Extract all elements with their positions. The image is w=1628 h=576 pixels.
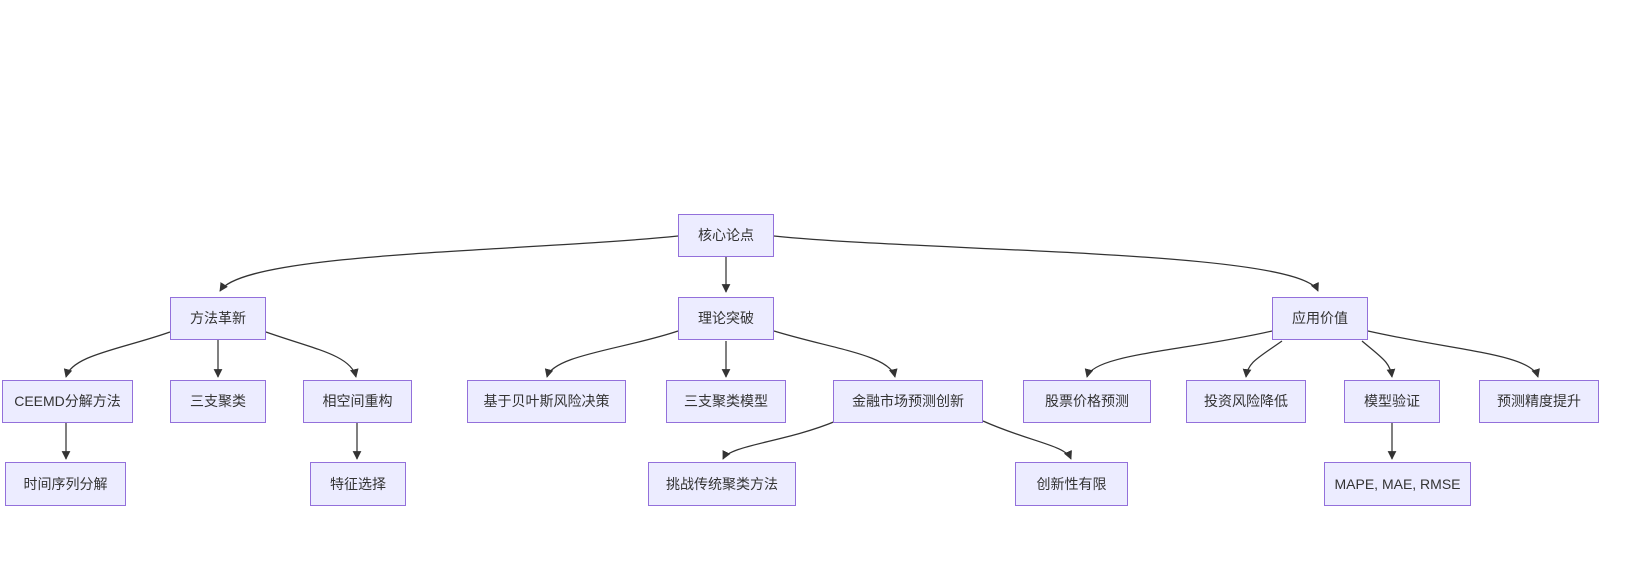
node-finance-label: 金融市场预测创新 <box>852 393 964 410</box>
edge-application-accuracy <box>1367 330 1540 378</box>
edge-application-risk <box>1242 340 1283 378</box>
node-theory: 理论突破 <box>678 297 774 340</box>
node-bayes: 基于贝叶斯风险决策 <box>467 380 626 423</box>
node-phase: 相空间重构 <box>303 380 412 423</box>
node-metrics-label: MAPE, MAE, RMSE <box>1334 475 1461 492</box>
node-ceemd-label: CEEMD分解方法 <box>14 393 121 410</box>
node-accuracy-label: 预测精度提升 <box>1497 393 1581 410</box>
node-method: 方法革新 <box>170 297 266 340</box>
node-limited: 创新性有限 <box>1015 462 1128 506</box>
edge-finance-limited <box>982 420 1072 460</box>
node-application-label: 应用价值 <box>1292 310 1348 327</box>
node-risk-label: 投资风险降低 <box>1204 393 1288 410</box>
node-accuracy: 预测精度提升 <box>1479 380 1599 423</box>
edge-theory-bayes <box>544 330 679 378</box>
node-time-series-label: 时间序列分解 <box>23 475 108 492</box>
node-challenge: 挑战传统聚类方法 <box>648 462 796 506</box>
node-metrics: MAPE, MAE, RMSE <box>1324 462 1471 506</box>
node-theory-label: 理论突破 <box>698 310 754 327</box>
node-risk: 投资风险降低 <box>1186 380 1306 423</box>
node-challenge-label: 挑战传统聚类方法 <box>666 475 778 492</box>
node-feature-label: 特征选择 <box>330 475 386 492</box>
node-time-series: 时间序列分解 <box>5 462 126 506</box>
edge-core-application <box>773 235 1319 292</box>
node-limited-label: 创新性有限 <box>1036 475 1107 492</box>
edge-method-phase <box>265 331 359 378</box>
edge-core-method <box>219 235 679 292</box>
node-stock: 股票价格预测 <box>1023 380 1151 423</box>
node-three-way-model: 三支聚类模型 <box>666 380 786 423</box>
node-method-label: 方法革新 <box>190 310 246 327</box>
edge-application-stock <box>1084 330 1273 378</box>
node-ceemd: CEEMD分解方法 <box>2 380 133 423</box>
node-core: 核心论点 <box>678 214 774 257</box>
node-finance: 金融市场预测创新 <box>833 380 983 423</box>
node-validation: 模型验证 <box>1344 380 1440 423</box>
edge-application-validation <box>1361 340 1396 378</box>
node-three-way-model-label: 三支聚类模型 <box>684 393 768 410</box>
node-three-way: 三支聚类 <box>170 380 266 423</box>
node-application: 应用价值 <box>1272 297 1368 340</box>
edge-theory-finance <box>773 330 898 378</box>
node-bayes-label: 基于贝叶斯风险决策 <box>483 393 610 410</box>
node-stock-label: 股票价格预测 <box>1045 393 1129 410</box>
node-feature: 特征选择 <box>310 462 406 506</box>
node-core-label: 核心论点 <box>698 227 754 244</box>
node-three-way-label: 三支聚类 <box>190 393 246 410</box>
edge-finance-challenge <box>722 420 837 460</box>
node-phase-label: 相空间重构 <box>322 393 393 410</box>
node-validation-label: 模型验证 <box>1364 393 1420 410</box>
edge-method-ceemd <box>63 331 171 378</box>
